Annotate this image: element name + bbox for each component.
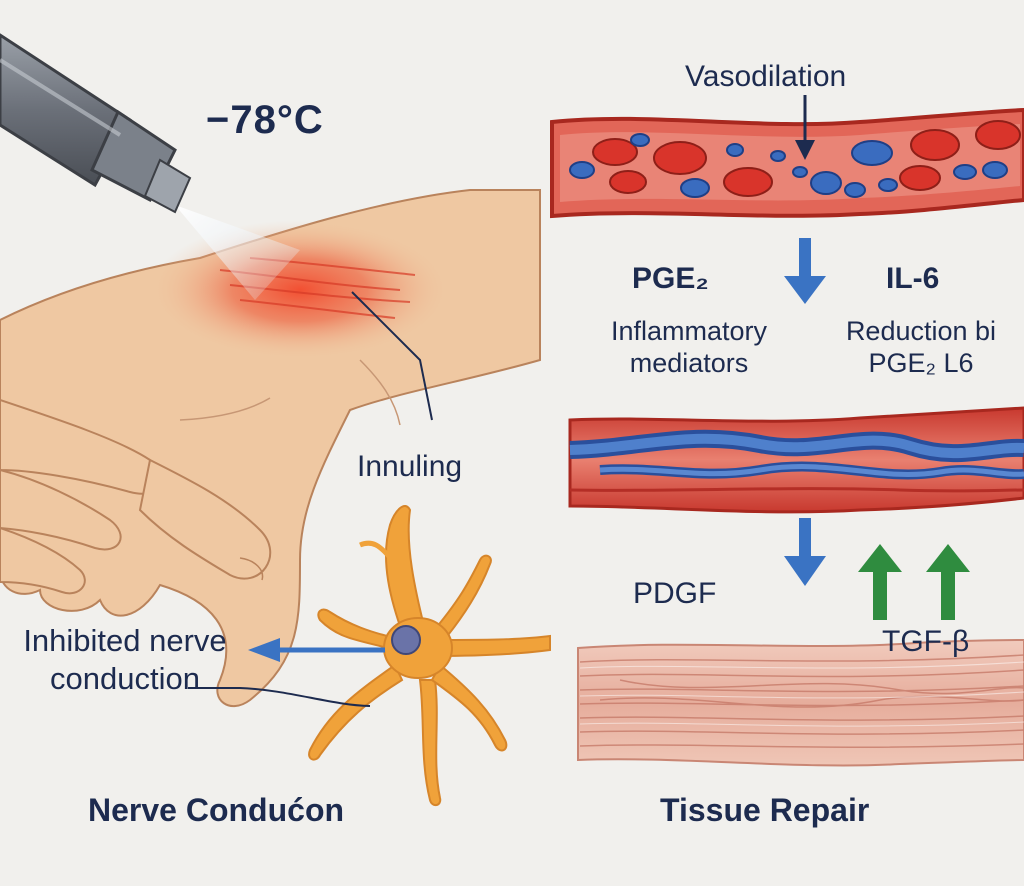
inhibited-nerve-conduction-label: Inhibited nerve conduction bbox=[23, 623, 227, 696]
temperature-label: −78°C bbox=[206, 98, 324, 142]
vasodilation-arrow bbox=[795, 95, 815, 160]
tgf-beta-label: TGF-β bbox=[882, 625, 970, 658]
innuling-pointer bbox=[351, 291, 433, 421]
up-arrow-green-2 bbox=[926, 544, 970, 620]
vasodilation-label: Vasodilation bbox=[685, 60, 847, 93]
down-arrow-1 bbox=[784, 238, 826, 304]
inhibition-arrow bbox=[248, 638, 385, 662]
il6-label: IL-6 bbox=[886, 262, 940, 295]
neuron-icon bbox=[308, 505, 551, 806]
vessel-veins bbox=[568, 406, 1024, 514]
inflammatory-mediators-label: Inflammatory mediators bbox=[610, 316, 768, 378]
pdgf-label: PDGF bbox=[633, 577, 717, 610]
cryo-spray bbox=[175, 205, 300, 300]
vessel-vasodilation bbox=[550, 107, 1024, 219]
up-arrow-green-1 bbox=[858, 544, 902, 620]
tissue-fibers bbox=[577, 639, 1024, 767]
pge2-label: PGE₂ bbox=[632, 262, 709, 295]
tissue-repair-title: Tissue Repair bbox=[660, 792, 870, 828]
nerve-conduction-title: Nerve Condućon bbox=[88, 792, 345, 828]
inflammation-area bbox=[150, 220, 450, 360]
innuling-label: Innuling bbox=[357, 450, 463, 483]
neuron-nucleus bbox=[391, 625, 421, 655]
conduction-pointer bbox=[188, 687, 371, 707]
cryo-device-icon bbox=[0, 33, 192, 214]
reduction-label: Reduction bi PGE₂ L6 bbox=[845, 316, 997, 378]
down-arrow-2 bbox=[784, 518, 826, 586]
